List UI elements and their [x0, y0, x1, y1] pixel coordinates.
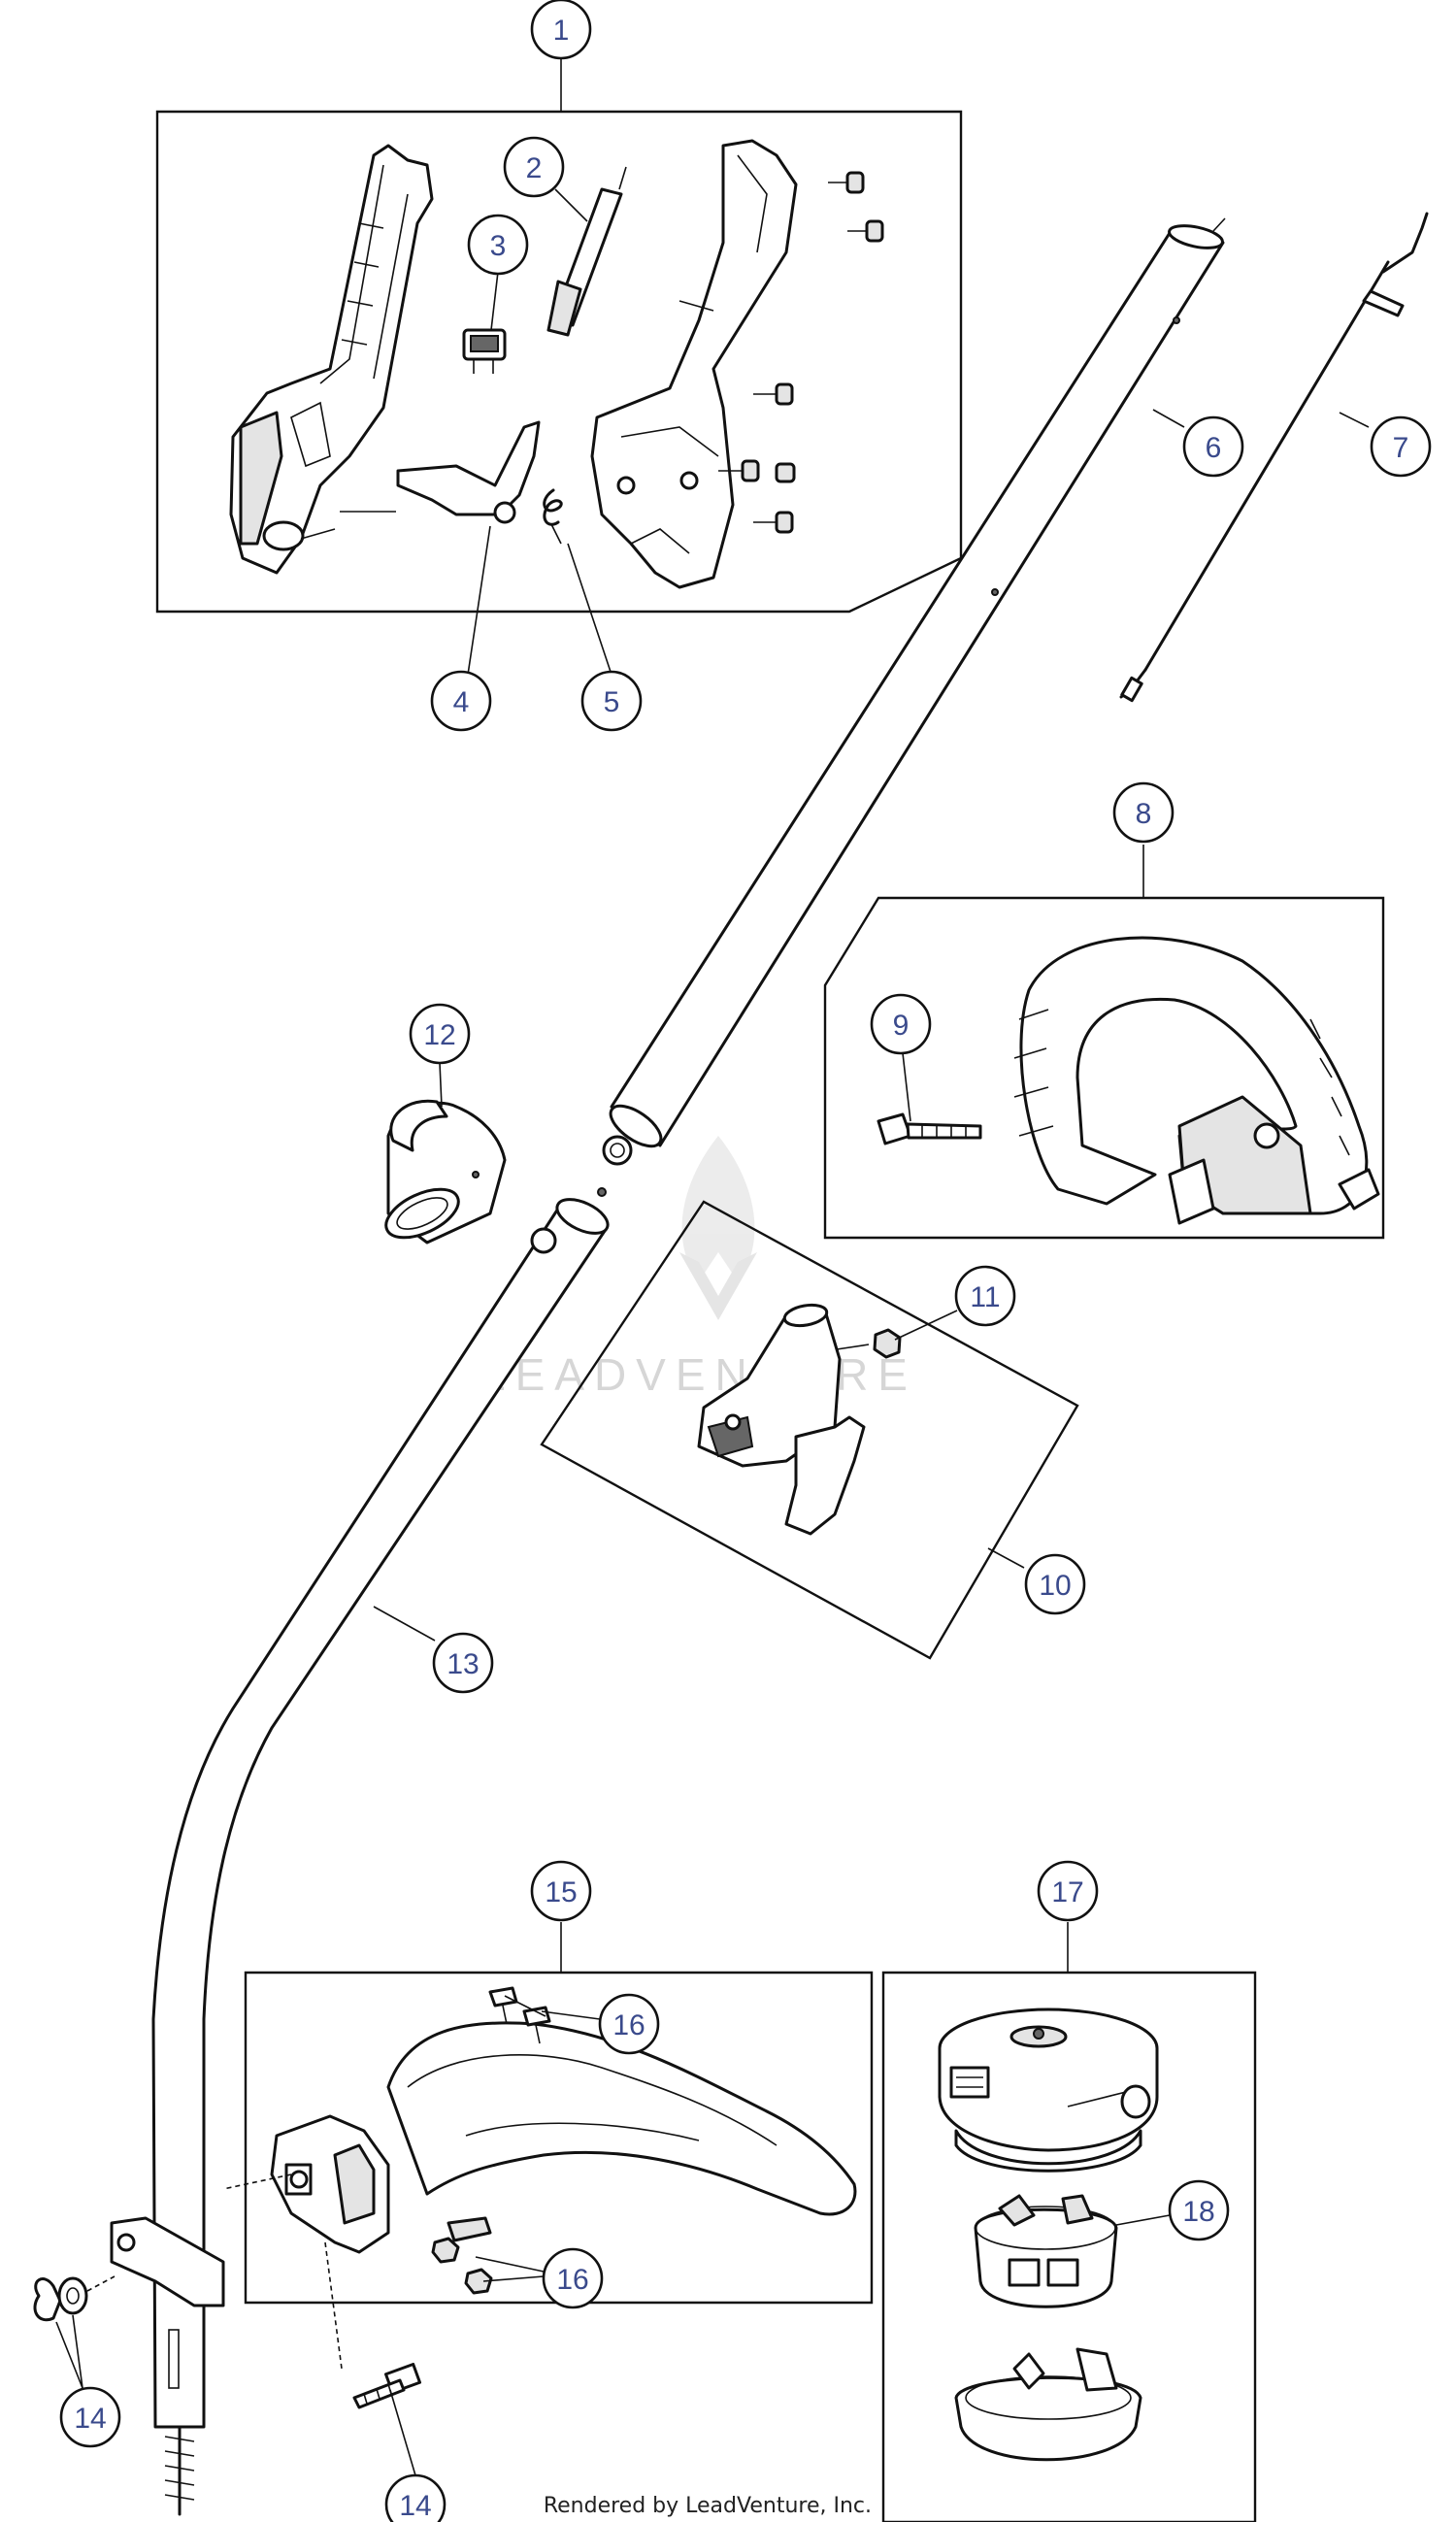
callout-12: 12	[409, 1003, 471, 1065]
svg-text:4: 4	[453, 686, 470, 718]
part-spool-cover	[954, 2347, 1142, 2462]
callout-7: 7	[1370, 415, 1432, 478]
callout-11: 11	[954, 1265, 1016, 1327]
svg-text:5: 5	[604, 686, 620, 718]
svg-text:14: 14	[74, 2403, 106, 2435]
svg-text:15: 15	[545, 1876, 577, 1908]
callout-14-bottom: 14	[384, 2473, 447, 2522]
part-assist-handle	[1013, 936, 1380, 1225]
part-throttle-trigger	[340, 420, 541, 524]
svg-text:16: 16	[612, 2009, 645, 2041]
callout-6: 6	[1182, 415, 1244, 478]
svg-text:7: 7	[1393, 432, 1409, 464]
svg-text:13: 13	[447, 1648, 479, 1680]
part-bolt-9	[877, 1112, 982, 1145]
footer-credit: Rendered by LeadVenture, Inc.	[544, 2494, 872, 2518]
svg-text:3: 3	[490, 230, 507, 262]
svg-text:17: 17	[1051, 1876, 1083, 1908]
svg-text:6: 6	[1206, 432, 1222, 464]
callout-8: 8	[1112, 781, 1175, 844]
svg-text:1: 1	[553, 15, 570, 47]
part-screws-set-1	[718, 171, 884, 534]
svg-text:18: 18	[1182, 2196, 1214, 2228]
assembly-box-15	[244, 1971, 874, 2305]
callout-2: 2	[503, 136, 565, 198]
part-carriage-bolt	[352, 2362, 422, 2409]
callout-5: 5	[580, 670, 643, 732]
callout-1: 1	[530, 0, 592, 60]
svg-text:9: 9	[893, 1010, 910, 1042]
svg-text:10: 10	[1039, 1570, 1071, 1602]
svg-text:11: 11	[970, 1281, 1000, 1313]
part-spool	[974, 2194, 1118, 2308]
svg-text:16: 16	[556, 2264, 588, 2296]
watermark-text: LEADVENTURE	[480, 1349, 917, 1400]
part-handle-right-half	[590, 139, 798, 589]
part-throttle-rod	[546, 166, 627, 337]
svg-text:14: 14	[399, 2490, 431, 2522]
assembly-box-8	[823, 896, 1385, 1240]
part-switch	[462, 328, 507, 374]
part-upper-shaft	[602, 217, 1226, 1166]
watermark-logo	[679, 1136, 757, 1320]
part-handle-left-half	[229, 144, 434, 575]
callout-3: 3	[467, 214, 529, 276]
part-wing-nut-washer	[33, 2275, 116, 2322]
part-throttle-cable	[1119, 212, 1429, 703]
callout-4: 4	[430, 670, 492, 732]
assembly-box-1	[155, 110, 963, 614]
callout-18: 18	[1168, 2179, 1230, 2241]
callout-16-bottom: 16	[542, 2247, 604, 2309]
svg-text:8: 8	[1136, 798, 1152, 830]
part-spring	[543, 488, 563, 545]
callout-16-top: 16	[598, 1993, 660, 2055]
part-shaft-sleeve	[384, 1099, 507, 1244]
assembly-box-10	[540, 1200, 1079, 1660]
part-guard	[222, 2021, 857, 2370]
svg-text:12: 12	[423, 1019, 455, 1051]
assembly-box-17	[881, 1971, 1257, 2522]
part-nut-11	[873, 1328, 902, 1359]
callout-14-left: 14	[59, 2386, 121, 2448]
callout-9: 9	[870, 993, 932, 1055]
callout-10: 10	[1024, 1553, 1086, 1615]
callout-13: 13	[432, 1632, 494, 1694]
svg-text:2: 2	[526, 152, 543, 184]
leader-lines	[55, 58, 1370, 2476]
callout-17: 17	[1037, 1860, 1099, 1922]
callout-15: 15	[530, 1860, 592, 1922]
part-trimmer-head	[938, 2008, 1159, 2173]
part-lower-shaft	[110, 1187, 610, 2516]
part-coupler	[697, 1303, 870, 1536]
